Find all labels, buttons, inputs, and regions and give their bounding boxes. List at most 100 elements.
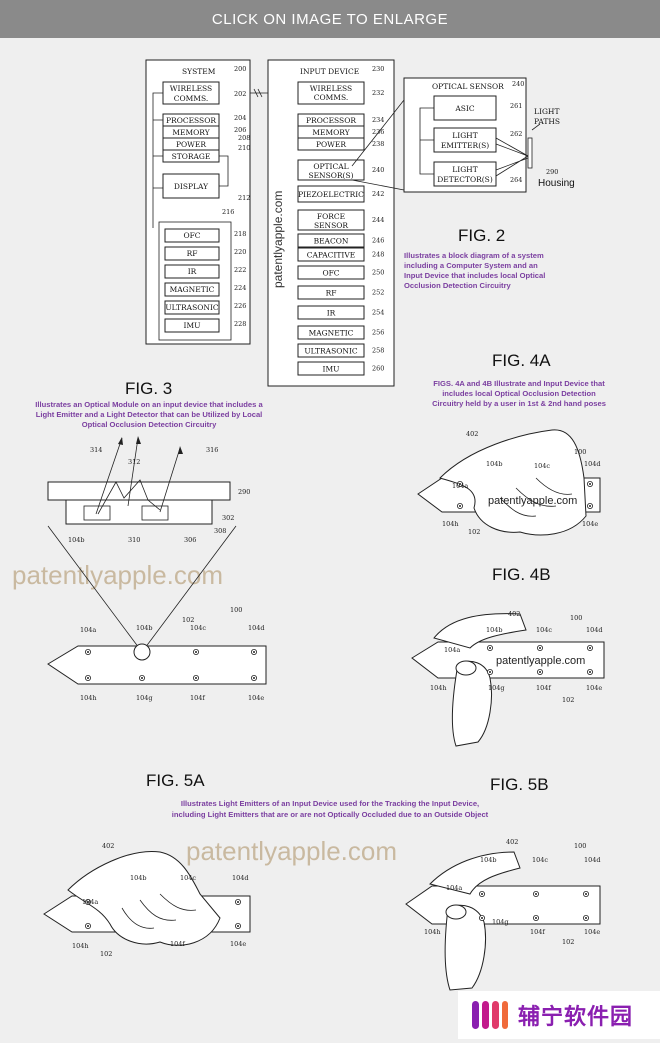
light-emitter-dot [481,917,483,919]
svg-text:104h: 104h [80,694,97,702]
svg-text:261: 261 [510,102,522,110]
svg-text:316: 316 [206,446,218,454]
input-device-block [297,81,365,105]
svg-text:100: 100 [230,606,242,614]
svg-text:206: 206 [234,126,246,134]
svg-text:LIGHT: LIGHT [452,131,477,140]
svg-text:104c: 104c [180,874,196,882]
svg-text:104d: 104d [232,874,249,882]
svg-text:104d: 104d [584,856,601,864]
light-emitter-dot [539,671,541,673]
svg-text:Illustrates Light Emitters of: Illustrates Light Emitters of an Input D… [181,799,479,808]
svg-text:302: 302 [222,514,234,522]
svg-text:RF: RF [187,249,198,258]
svg-text:104e: 104e [584,928,600,936]
svg-text:402: 402 [506,838,518,846]
svg-text:MAGNETIC: MAGNETIC [170,285,215,294]
fig3-watermark: patentlyapple.com [12,560,223,590]
input-device-block-label: OFC [322,269,339,278]
svg-text:Circuitry held by a user in 1s: Circuitry held by a user in 1st & 2nd ha… [432,399,606,408]
svg-text:264: 264 [510,176,522,184]
fig3-optical-module [47,436,231,525]
svg-text:patentlyapple.com: patentlyapple.com [496,655,585,667]
svg-text:Housing: Housing [538,178,575,189]
fig4a-device-in-hand: patentlyapple.com [417,429,601,536]
svg-text:STORAGE: STORAGE [172,152,211,161]
svg-text:224: 224 [234,284,246,292]
svg-text:240: 240 [512,80,524,88]
fig4a-title: FIG. 4A [492,351,551,370]
input-device-block-label: BEACON [314,237,349,246]
light-emitter-dot [589,505,591,507]
svg-text:218: 218 [234,230,246,238]
fig5b-title: FIG. 5B [490,775,549,794]
light-emitter-dot [535,917,537,919]
svg-text:104e: 104e [582,520,598,528]
hand-icon [429,851,521,895]
enlarge-banner-text: CLICK ON IMAGE TO ENLARGE [211,10,449,28]
light-emitter-dot [589,483,591,485]
light-emitter-dot [539,647,541,649]
svg-text:Input Device that includes loc: Input Device that includes local Optical [404,271,545,280]
svg-text:includes local Optical Occlusi: includes local Optical Occlusion Detecti… [442,389,596,398]
svg-text:104e: 104e [230,940,246,948]
svg-text:104h: 104h [430,684,447,692]
input-device-block-num: 244 [372,216,384,224]
svg-text:100: 100 [574,448,586,456]
logo-text: 辅宁软件园 [518,1005,634,1030]
input-device-block-label: OPTICAL [313,162,348,171]
input-device-block [297,305,365,320]
svg-text:Illustrates an Optical Module: Illustrates an Optical Module on an inpu… [35,400,263,409]
light-emitter-dot [489,671,491,673]
patent-figure-image[interactable]: SYSTEM 200 WIRELESS COMMS. 202 PROCESSOR… [0,38,660,1039]
fig5a-title: FIG. 5A [146,771,205,790]
housing-icon [527,137,533,169]
input-device-block-label: IMU [323,365,340,374]
svg-text:IMU: IMU [184,321,201,330]
light-emitter-dot [195,651,197,653]
input-device-title: INPUT DEVICE [300,67,359,76]
svg-text:102: 102 [100,950,112,958]
svg-text:210: 210 [238,144,250,152]
light-emitter-dot [459,505,461,507]
input-device-block-label: RF [326,289,337,298]
svg-text:220: 220 [234,248,246,256]
svg-text:104f: 104f [170,940,185,948]
svg-text:216: 216 [222,208,234,216]
svg-text:LIGHT: LIGHT [534,107,559,116]
input-device-block-num: 256 [372,329,384,337]
light-emitter-dot [87,925,89,927]
svg-text:including a Computer System an: including a Computer System and an [404,261,538,270]
svg-text:104e: 104e [586,684,602,692]
input-device-block-label: POWER [316,140,346,149]
svg-text:Light Emitter and a Light Dete: Light Emitter and a Light Detector that … [36,410,263,419]
svg-text:MEMORY: MEMORY [172,128,210,137]
svg-text:IR: IR [188,267,197,276]
svg-text:104c: 104c [190,624,206,632]
input-device-block [297,185,365,203]
svg-text:290: 290 [546,168,558,176]
svg-text:226: 226 [234,302,246,310]
input-device-block-num: 254 [372,309,384,317]
enlarge-banner[interactable]: CLICK ON IMAGE TO ENLARGE [0,0,660,38]
input-device-block [297,247,365,262]
svg-text:208: 208 [238,134,250,142]
svg-text:104e: 104e [248,694,264,702]
svg-text:104b: 104b [130,874,147,882]
input-device-block-num: 232 [372,89,384,97]
fig5b-device-in-hand [405,851,601,991]
svg-text:COMMS.: COMMS. [174,94,209,103]
svg-text:104g: 104g [488,684,505,692]
svg-text:WIRELESS: WIRELESS [170,84,212,93]
svg-text:PATHS: PATHS [534,117,560,126]
light-emitter-dot [253,677,255,679]
light-emitter-dot [459,483,461,485]
light-emitter-dot [141,677,143,679]
svg-text:104h: 104h [72,942,89,950]
light-emitter-dot [585,893,587,895]
light-emitter-dot [195,677,197,679]
input-device-block-num: 242 [372,190,384,198]
svg-text:402: 402 [508,610,520,618]
input-device-block-label: COMMS. [314,93,349,102]
site-logo[interactable]: 辅宁软件园 [458,991,660,1039]
